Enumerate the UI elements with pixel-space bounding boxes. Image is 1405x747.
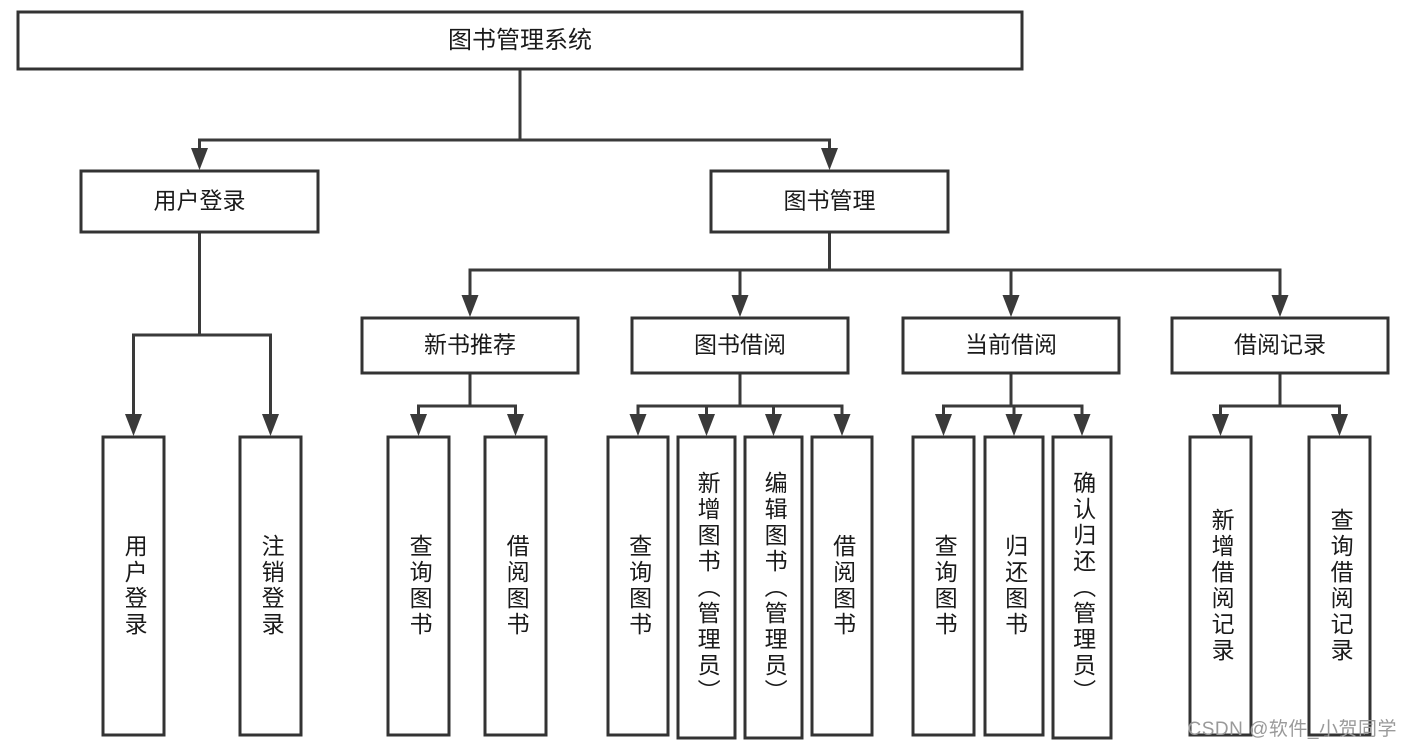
node-box-user-login-do[interactable] — [101, 435, 166, 737]
connector-arrowhead — [1212, 414, 1229, 436]
connector-arrowhead — [698, 414, 715, 436]
connector-arrowhead — [461, 295, 479, 317]
connector-arrowhead — [731, 295, 749, 317]
node-box-record-query[interactable] — [1307, 435, 1372, 737]
connector-arrowhead — [765, 414, 782, 436]
node-box-record-add[interactable] — [1188, 435, 1253, 737]
node-label-book-manage: 图书管理 — [784, 188, 876, 214]
node-label-borrow-record: 借阅记录 — [1234, 332, 1326, 358]
connector-arrowhead — [1271, 295, 1289, 317]
node-box-current-query-book[interactable] — [911, 435, 976, 737]
boxes-layer — [16, 10, 1390, 740]
node-label-book-borrow: 图书借阅 — [694, 332, 786, 358]
connector-arrowhead — [1002, 295, 1020, 317]
watermark-text: CSDN @软件_小贺同学 — [1187, 719, 1397, 740]
connectors-layer — [125, 67, 1348, 436]
connector-arrowhead — [507, 414, 524, 436]
node-label-user-login: 用户登录 — [154, 188, 246, 214]
node-box-borrow-query-book[interactable] — [606, 435, 670, 737]
connector-arrowhead — [1073, 414, 1091, 436]
node-box-user-login[interactable] — [79, 169, 320, 234]
node-box-book-manage[interactable] — [709, 169, 950, 234]
node-label-root: 图书管理系统 — [448, 27, 592, 54]
connector-arrowhead — [262, 414, 279, 436]
node-box-borrow-edit-book[interactable] — [743, 435, 804, 740]
node-box-current-return-book[interactable] — [983, 435, 1045, 737]
connector-arrowhead — [125, 414, 142, 436]
node-box-recommend-query-book[interactable] — [386, 435, 451, 737]
node-box-borrow-add-book[interactable] — [676, 435, 737, 740]
node-box-root[interactable] — [16, 10, 1024, 71]
node-box-book-borrow[interactable] — [630, 316, 850, 375]
node-box-user-logout[interactable] — [238, 435, 303, 737]
node-label-new-book-recommend: 新书推荐 — [424, 332, 516, 358]
node-box-current-borrow[interactable] — [901, 316, 1121, 375]
node-box-recommend-borrow-book[interactable] — [483, 435, 548, 737]
connector-arrowhead — [935, 414, 952, 436]
connector-arrowhead — [1331, 414, 1348, 436]
node-label-current-borrow: 当前借阅 — [965, 332, 1057, 358]
connector-arrowhead — [1005, 414, 1023, 436]
node-box-borrow-record[interactable] — [1170, 316, 1390, 375]
connector-arrowhead — [410, 414, 427, 436]
node-box-borrow-borrow-book[interactable] — [810, 435, 874, 737]
node-box-current-confirm-return[interactable] — [1051, 435, 1113, 740]
connector-arrowhead — [629, 414, 647, 436]
node-box-new-book-recommend[interactable] — [360, 316, 580, 375]
connector-arrowhead — [821, 148, 838, 170]
connector-arrowhead — [833, 414, 851, 436]
connector-arrowhead — [191, 148, 208, 170]
